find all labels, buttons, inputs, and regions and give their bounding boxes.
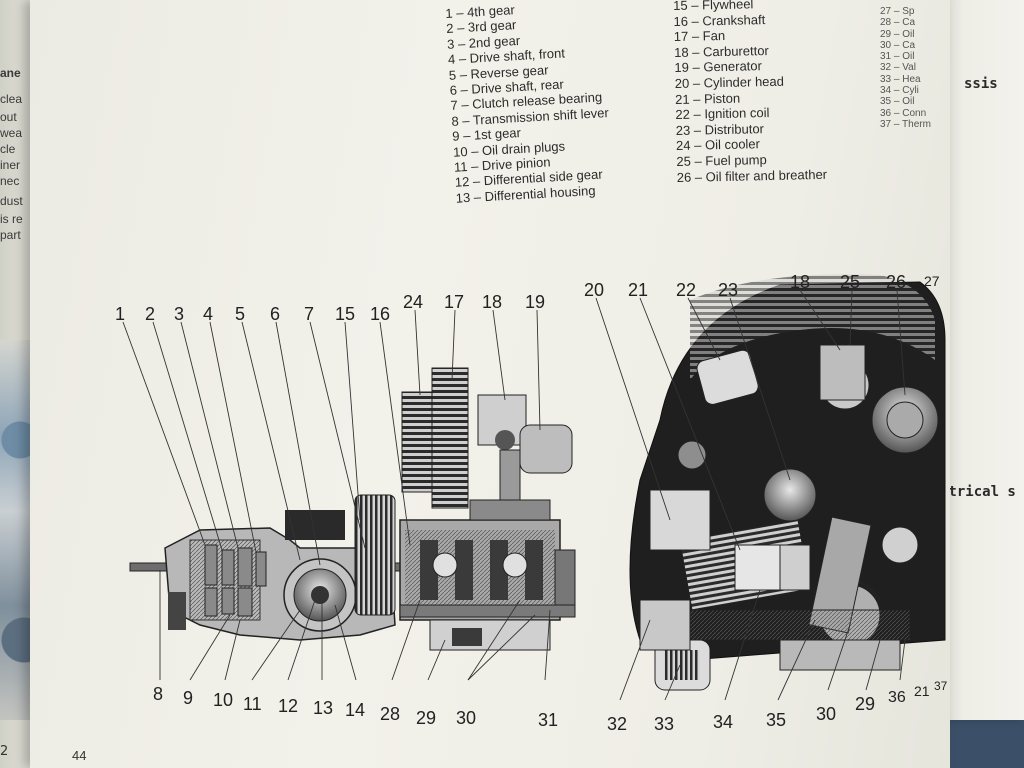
callout-number: 36 (888, 689, 906, 706)
previous-page-heading: ane (0, 66, 21, 80)
callout-numbers-top: 1 2 3 4 5 6 7 15 16 24 17 18 19 20 21 22… (115, 272, 940, 324)
callout-number: 13 (313, 698, 333, 718)
callout-number: 22 (676, 280, 696, 300)
legend-item: 36 – Conn (880, 107, 927, 119)
callout-number: 7 (304, 304, 314, 324)
callout-number: 25 (840, 272, 860, 292)
legend-item: 34 – Cyli (880, 85, 919, 97)
callout-number: 10 (213, 690, 233, 710)
callout-number: 28 (380, 704, 400, 724)
callout-number: 18 (790, 272, 810, 292)
legend-item: 33 – Hea (880, 73, 921, 85)
previous-page-line: out (0, 110, 17, 124)
callout-number: 14 (345, 700, 365, 720)
callout-number: 5 (235, 304, 245, 324)
callout-numbers-bottom: 8 9 10 11 12 13 14 28 29 30 31 32 33 34 … (153, 679, 948, 734)
callout-number: 24 (403, 292, 423, 312)
page-number: 44 (72, 748, 87, 763)
callout-number: 4 (203, 304, 213, 324)
callout-number: 30 (456, 708, 476, 728)
previous-page-line: nec (0, 174, 20, 188)
next-page-heading: ssis (964, 76, 998, 92)
legend-item: 35 – Oil (880, 96, 915, 108)
callout-number: 11 (243, 694, 262, 714)
callout-number: 30 (816, 704, 836, 724)
callout-number: 18 (482, 292, 502, 312)
callout-number: 17 (444, 292, 464, 312)
callout-number: 2 (145, 304, 155, 324)
legend-item: 31 – Oil (880, 51, 915, 63)
callout-number: 9 (183, 688, 193, 708)
legend-column-3: 27 – Sp 28 – Ca 29 – Oil 30 – Ca 31 – Oi… (880, 6, 931, 130)
callout-number: 12 (278, 696, 298, 716)
callout-number: 26 (886, 272, 906, 292)
callout-number: 1 (115, 304, 125, 324)
callout-number: 32 (607, 714, 627, 734)
previous-page-number: 2 (0, 744, 9, 759)
legend-item: 28 – Ca (880, 17, 916, 29)
callout-number: 29 (416, 708, 436, 728)
callout-number: 33 (654, 714, 674, 734)
legend-item: 37 – Therm (880, 118, 931, 130)
previous-page-line: dust (0, 194, 23, 208)
previous-page-line: part (0, 228, 21, 242)
callout-number: 29 (855, 694, 875, 714)
legend-item: 32 – Val (880, 62, 916, 74)
next-page-heading: ctrical s (940, 484, 1016, 500)
callout-number: 16 (370, 304, 390, 324)
callout-number: 34 (713, 712, 733, 732)
callout-number: 35 (766, 710, 786, 730)
callout-number: 6 (270, 304, 280, 324)
callout-number: 19 (525, 292, 545, 312)
callout-number: 21 (628, 280, 648, 300)
callout-number: 21 (914, 683, 930, 699)
callout-number: 27 (924, 273, 940, 289)
previous-page-line: is re (0, 212, 23, 226)
previous-page-line: iner (0, 158, 21, 172)
previous-page-line: cle (0, 142, 16, 156)
next-page-edge: ssis ctrical s (938, 0, 1024, 720)
previous-page-line: clea (0, 92, 23, 106)
callout-number: 31 (538, 710, 558, 730)
callout-number: 20 (584, 280, 604, 300)
callout-number: 23 (718, 280, 738, 300)
engine-cutaway (629, 274, 946, 691)
legend-item: 27 – Sp (880, 6, 915, 17)
leader-lines (122, 289, 906, 701)
callout-number: 37 (934, 679, 948, 693)
legend-item: 29 – Oil (880, 28, 915, 40)
callout-number: 15 (335, 304, 355, 324)
previous-page-line: wea (0, 126, 23, 140)
callout-number: 8 (153, 684, 163, 704)
legend-item: 30 – Ca (880, 39, 916, 51)
callout-number: 3 (174, 304, 184, 324)
transmission-cutaway (129, 367, 576, 651)
